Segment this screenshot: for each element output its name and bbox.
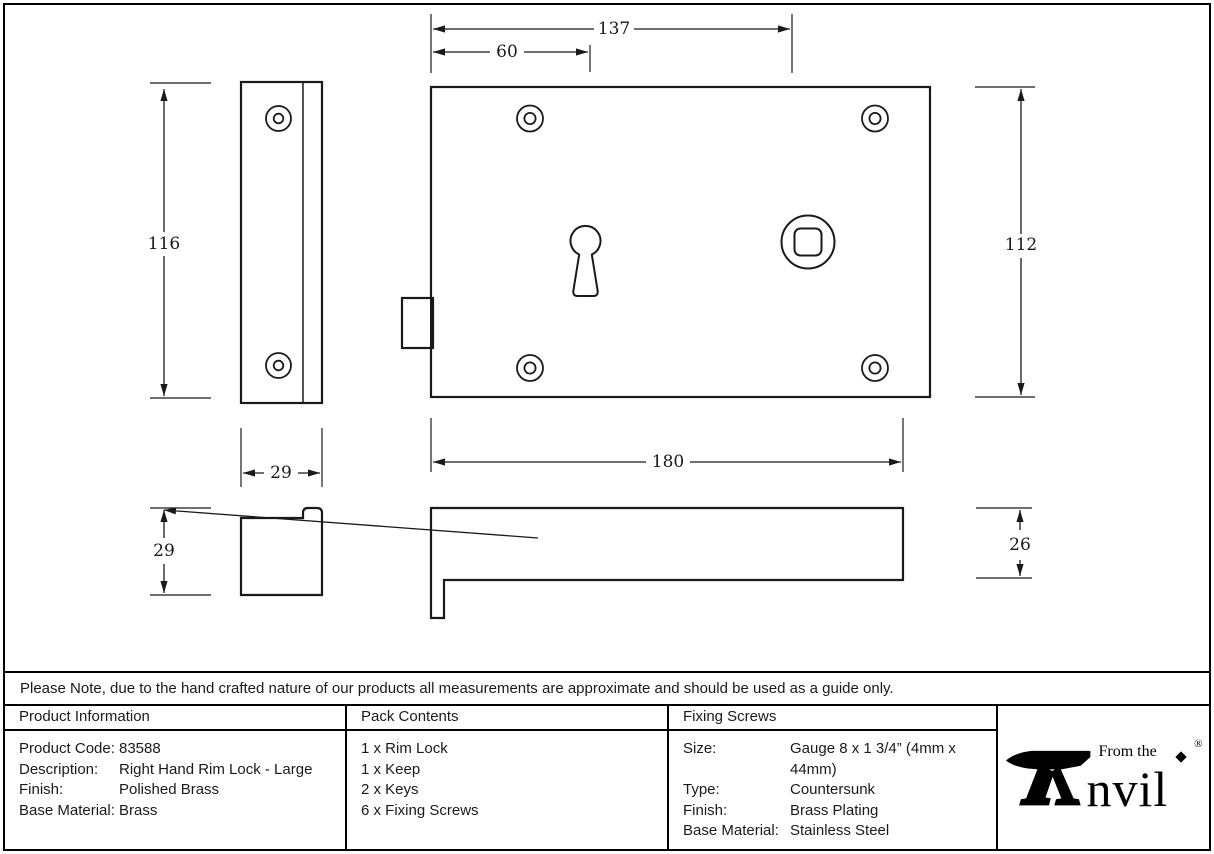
logo-from-the-text: From the: [1098, 742, 1157, 760]
registered-trademark-icon: ®: [1194, 737, 1203, 750]
keyhole-icon: [569, 224, 602, 297]
screw-base-material-value: Stainless Steel: [790, 822, 890, 839]
note-text: Please Note, due to the hand crafted nat…: [20, 680, 894, 697]
screw-base-material-label: Base Material:: [683, 822, 779, 839]
table-row: Type: Countersunk: [683, 780, 996, 801]
list-item: 1 x Rim Lock: [361, 740, 448, 757]
table-row: Base Material: Stainless Steel: [683, 821, 996, 842]
screw-size-value: Gauge 8 x 1 3/4” (4mm x 44mm): [790, 740, 956, 778]
keep-screw-hole-top: [265, 105, 292, 132]
dim-keep-height: 116: [148, 234, 180, 254]
table-row: Description: Right Hand Rim Lock - Large: [19, 760, 345, 781]
dim-keep-depth: 29: [153, 541, 175, 561]
product-information-header: Product Information: [5, 704, 345, 731]
face-screw-hole-bottom-right: [861, 354, 889, 382]
list-item: 2 x Keys: [361, 781, 419, 798]
keep-front-view: [239, 80, 324, 405]
spindle-hole: [780, 214, 836, 270]
base-material-value: Brass: [119, 801, 158, 819]
list-item: 6 x Fixing Screws: [361, 801, 479, 819]
from-the-anvil-logo: From the nvil ®: [1005, 737, 1203, 817]
screw-type-value: Countersunk: [790, 781, 876, 798]
product-code-value: 83588: [119, 740, 161, 757]
rim-lock-face-view: [400, 85, 932, 399]
product-code-label: Product Code:: [19, 740, 115, 757]
pack-contents-header: Pack Contents: [347, 704, 667, 731]
table-row: Finish: Polished Brass: [19, 780, 345, 801]
pack-contents-column: Pack Contents 1 x Rim Lock 1 x Keep 2 x …: [345, 704, 667, 849]
description-label: Description:: [19, 760, 99, 778]
keep-profile-view: [239, 506, 324, 597]
spec-table: Product Information Product Code: 83588 …: [5, 704, 1209, 849]
table-row: Size: Gauge 8 x 1 3/4” (4mm x 44mm): [683, 739, 996, 780]
dimension-labels: 137 60 116 29 29 112 180 26: [148, 19, 1037, 561]
screw-type-label: Type:: [683, 781, 720, 798]
table-row: Product Code: 83588: [19, 739, 345, 760]
base-material-label: Base Material:: [19, 801, 115, 819]
logo-diamond-icon: [1174, 750, 1187, 763]
logo-anvil-text: nvil: [1086, 760, 1169, 817]
product-information-column: Product Information Product Code: 83588 …: [5, 704, 345, 849]
screw-size-label: Size:: [683, 740, 717, 757]
dim-keyhole-offset: 60: [496, 42, 518, 62]
dim-keep-width: 29: [270, 463, 292, 483]
description-value: Right Hand Rim Lock - Large: [119, 760, 313, 778]
lock-profile-view: [429, 506, 905, 620]
dim-body-depth: 26: [1009, 535, 1031, 555]
screw-finish-label: Finish:: [683, 801, 728, 819]
face-screw-hole-top-right: [861, 104, 889, 133]
dim-body-width: 180: [652, 452, 684, 472]
fixing-screws-column: Fixing Screws Size: Gauge 8 x 1 3/4” (4m…: [667, 704, 996, 849]
extension-lines: [150, 14, 1035, 596]
keep-screw-hole-bottom: [265, 352, 292, 379]
list-item: 1 x Keep: [361, 760, 421, 778]
fixing-screws-header: Fixing Screws: [669, 704, 996, 731]
dim-top-width: 137: [598, 19, 630, 39]
face-screw-hole-bottom-left: [516, 354, 544, 382]
screw-finish-value: Brass Plating: [790, 801, 879, 819]
finish-label: Finish:: [19, 781, 64, 798]
table-row: Base Material: Brass: [19, 801, 345, 822]
dimension-lines: [160, 25, 1025, 593]
dim-body-height: 112: [1005, 235, 1037, 255]
anvil-icon: [1005, 750, 1090, 805]
technical-drawing: 137 60 116 29 29 112 180 26: [148, 14, 1037, 620]
table-row: Finish: Brass Plating: [683, 801, 996, 822]
measurement-note: Please Note, due to the hand crafted nat…: [5, 671, 1209, 706]
brand-logo-cell: From the nvil ®: [996, 704, 1209, 849]
latch-bolt: [400, 296, 435, 350]
finish-value: Polished Brass: [119, 781, 220, 798]
face-screw-hole-top-left: [516, 104, 544, 133]
